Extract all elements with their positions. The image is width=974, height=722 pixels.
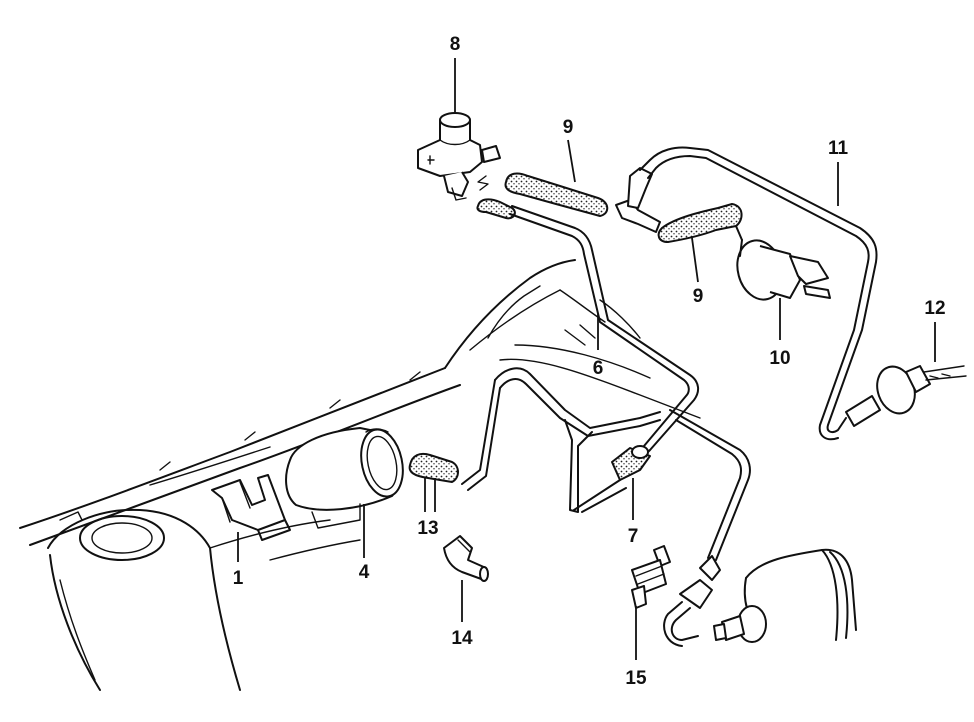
part-15-check-valve	[631, 545, 671, 609]
leader-9b	[691, 237, 699, 283]
callout-8: 8	[450, 34, 461, 55]
lower-vacuum-line	[663, 409, 751, 647]
callout-labels: 8 9 9 11 12 10 6 7 1 4 13 14 15	[233, 34, 946, 689]
callout-12: 12	[924, 298, 945, 319]
callout-11: 11	[828, 138, 849, 159]
part-7-inline-filter	[611, 445, 651, 481]
callout-14: 14	[451, 628, 473, 649]
callout-9-lower: 9	[693, 286, 704, 307]
vehicle-body-outline	[19, 259, 701, 691]
part-9-hose-upper	[504, 172, 609, 217]
part-11-vacuum-line	[639, 146, 878, 441]
part-6-fuel-vapour-line	[461, 198, 700, 513]
callout-15: 15	[625, 668, 647, 689]
part-4-carbon-canister	[285, 427, 404, 529]
part-12-vacuum-fitting	[845, 365, 967, 427]
tee-connector	[615, 167, 661, 233]
callout-1: 1	[233, 568, 244, 589]
callout-13: 13	[417, 518, 438, 539]
callout-6: 6	[593, 358, 604, 379]
callout-4: 4	[359, 562, 370, 583]
callout-7: 7	[628, 526, 639, 547]
part-8-solenoid-valve	[417, 112, 501, 201]
part-10-vacuum-unit	[736, 239, 831, 301]
leader-9a	[567, 139, 576, 183]
part-13-hose	[408, 452, 459, 483]
part-1-mounting-bracket	[211, 474, 291, 541]
part-14-elbow-hose	[443, 535, 489, 582]
throttle-housing	[713, 548, 857, 643]
callout-9-upper: 9	[563, 117, 574, 138]
part-9-hose-lower	[657, 203, 743, 243]
leader-lines	[237, 58, 936, 660]
callout-10: 10	[769, 348, 790, 369]
